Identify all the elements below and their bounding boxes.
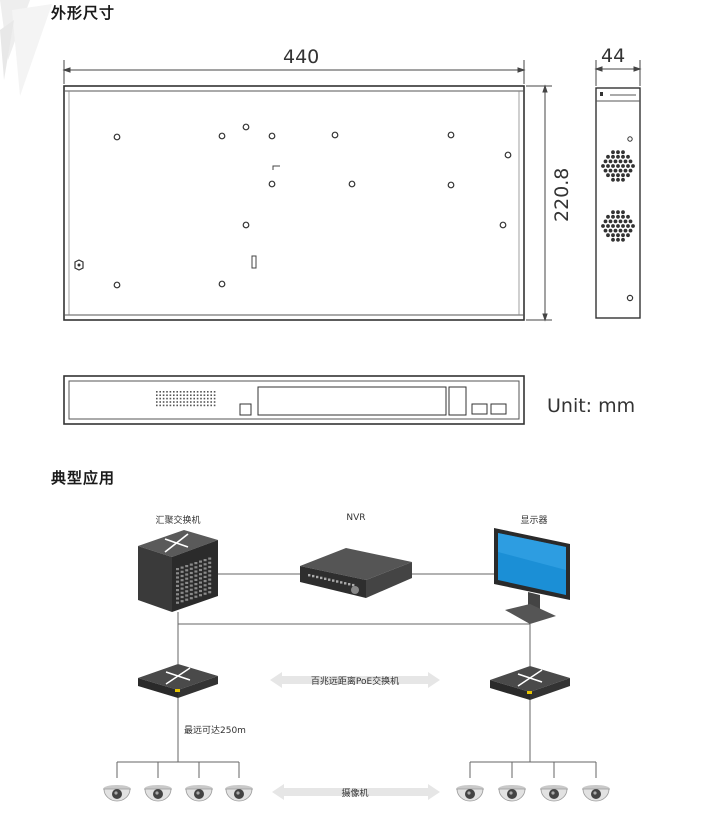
dome-camera-icon <box>540 785 568 802</box>
monitor-label: 显示器 <box>520 516 548 526</box>
dome-camera-icon <box>103 785 131 802</box>
corner-decoration <box>0 0 52 96</box>
top-view-panel <box>63 85 525 321</box>
dome-camera-icon <box>456 785 484 802</box>
depth-dimension-line <box>594 60 642 86</box>
application-title: 典型应用 <box>51 469 116 487</box>
front-view-panel <box>63 375 525 425</box>
width-dimension-line <box>62 60 526 84</box>
poe-switch-left-icon <box>138 664 218 698</box>
width-value: 440 <box>283 46 320 68</box>
dimension-drawing <box>62 60 642 425</box>
nvr-icon <box>300 548 412 598</box>
dome-camera-icon <box>225 785 253 802</box>
aggregation-switch-icon <box>138 530 218 612</box>
camera-tag-arrow <box>272 784 440 800</box>
dimensions-title: 外形尺寸 <box>51 4 116 22</box>
poe-switch-tag-arrow <box>270 672 440 688</box>
dome-camera-icon <box>582 785 610 802</box>
side-view-panel <box>595 87 641 319</box>
poe-switch-label: 百兆远距离PoE交换机 <box>310 677 400 687</box>
dome-camera-icon <box>185 785 213 802</box>
aggregation-switch-label: 汇聚交换机 <box>155 516 201 526</box>
side-vent-upper <box>601 150 635 182</box>
dome-camera-icon <box>144 785 172 802</box>
depth-value: 44 <box>601 45 626 67</box>
height-dimension-line <box>526 84 552 322</box>
monitor-icon <box>494 528 570 624</box>
side-vent-lower <box>601 210 635 242</box>
camera-label: 摄像机 <box>341 789 369 799</box>
unit-label: Unit: mm <box>547 395 636 417</box>
nvr-label: NVR <box>346 513 366 523</box>
poe-switch-right-icon <box>490 666 570 700</box>
distance-label: 最远可达250m <box>184 726 246 736</box>
dome-camera-icon <box>498 785 526 802</box>
